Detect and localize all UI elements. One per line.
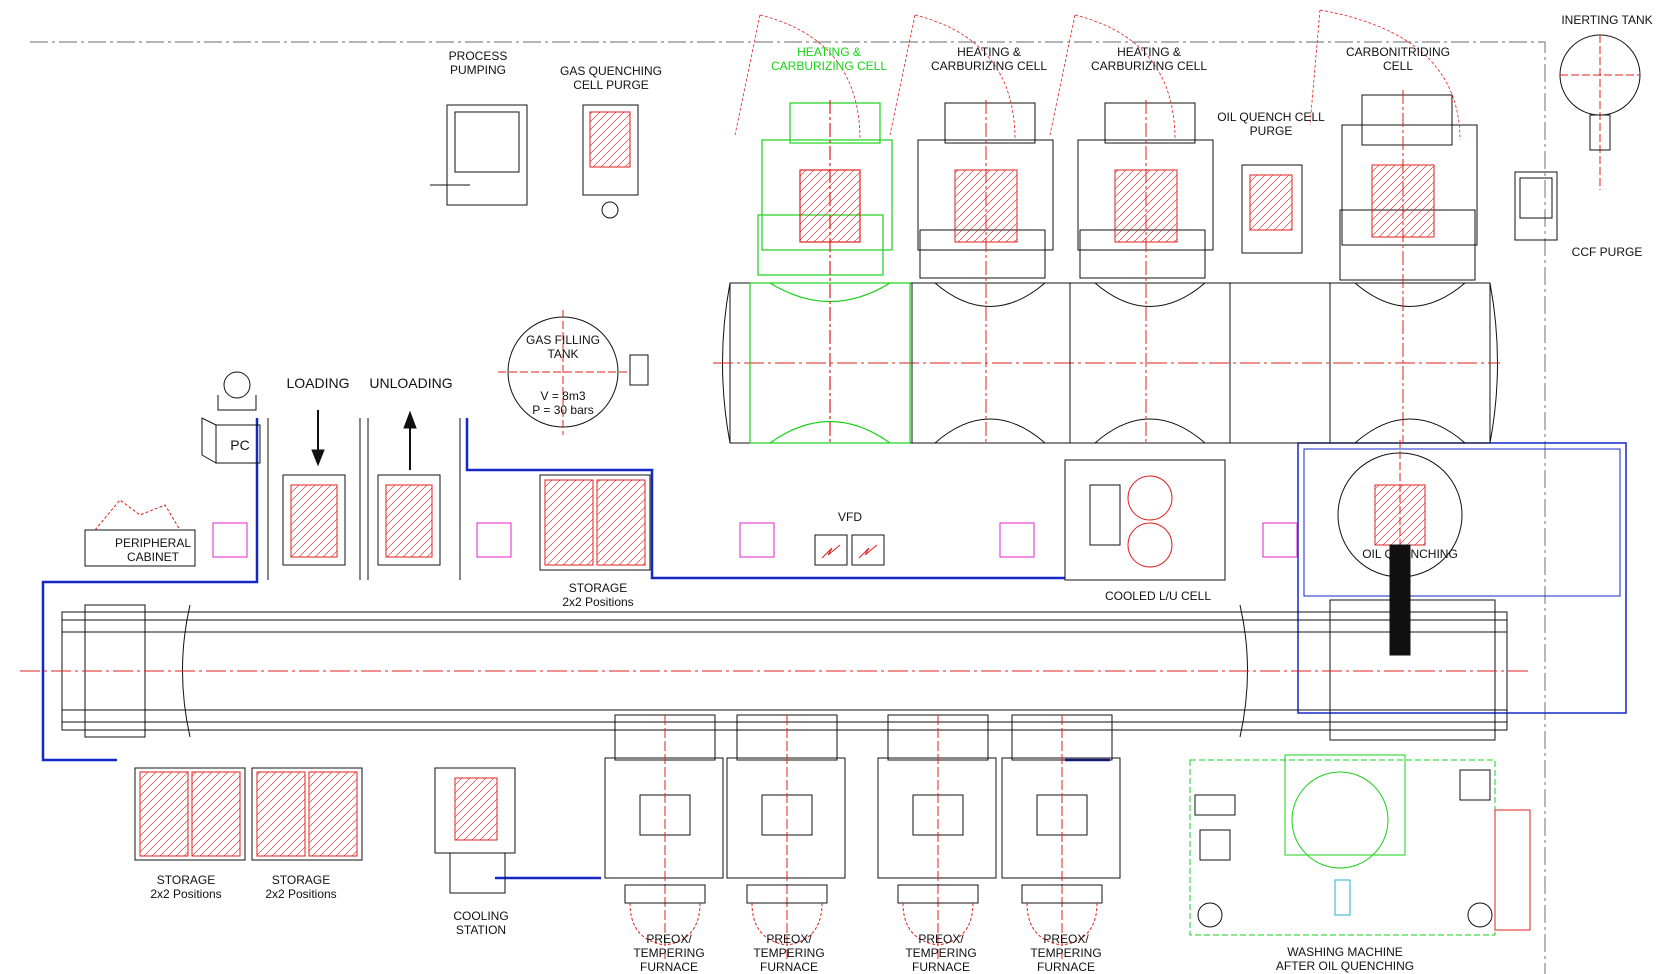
inerting-tank-symbol — [1559, 34, 1641, 190]
oil-quenching-tank — [1337, 440, 1463, 656]
preox-furnace-3 — [877, 714, 997, 960]
building-outline — [30, 41, 1546, 974]
position-markers — [212, 522, 1298, 558]
gas-filling-tank — [498, 310, 649, 435]
carbonitriding-cell — [1339, 90, 1478, 443]
ccf-purge-label: CCF PURGE — [1571, 245, 1643, 259]
washing-machine — [1189, 754, 1496, 936]
heating-cell-2-label: HEATING &CARBURIZING CELL — [930, 45, 1048, 73]
transfer-conveyor — [61, 599, 1508, 741]
vfd-label: VFD — [838, 510, 862, 524]
oil-quenching-label: OIL QUENCHING — [1362, 547, 1458, 561]
process-pumping-skid — [430, 104, 528, 206]
unloading-station — [367, 410, 461, 580]
gas-quenching-purge-skid — [582, 104, 639, 219]
unloading-label: UNLOADING — [369, 375, 453, 391]
loading-station — [267, 410, 361, 580]
preox-furnace-1 — [604, 714, 724, 960]
peripheral-cabinet — [84, 499, 196, 567]
heating-cell-3-label: HEATING &CARBURIZING CELL — [1090, 45, 1208, 73]
preox-furnace-2 — [726, 714, 846, 960]
cooling-station — [434, 767, 516, 894]
washing-machine-details — [1194, 769, 1531, 931]
operator-station — [201, 371, 261, 464]
pc-label: PC — [230, 437, 250, 453]
preox-furnace-4 — [1001, 714, 1121, 960]
vacuum-vessel — [713, 282, 1500, 444]
cooled-lu-cell-label: COOLED L/U CELL — [1104, 589, 1212, 603]
heating-cell-1-green — [749, 100, 911, 444]
storage-bottom-rack-2 — [251, 767, 363, 861]
heating-cell-1-label: HEATING &CARBURIZING CELL — [770, 45, 888, 73]
heating-cell-3 — [1077, 100, 1214, 443]
storage-top-rack — [539, 474, 651, 571]
door-swing-arcs — [734, 9, 1461, 141]
storage-bottom-rack-1 — [134, 767, 246, 861]
tank-volume-label: V = 8m3 — [540, 389, 586, 403]
cooled-lu-cell — [1064, 459, 1226, 581]
vfd-cabinets — [814, 534, 885, 566]
ccf-purge-skid — [1514, 171, 1558, 241]
loading-label: LOADING — [286, 375, 350, 391]
tank-pressure-label: P = 30 bars — [532, 403, 594, 417]
inerting-tank-label: INERTING TANK — [1561, 13, 1653, 27]
oil-quench-purge-skid — [1241, 164, 1303, 254]
heating-cell-2 — [917, 100, 1054, 443]
